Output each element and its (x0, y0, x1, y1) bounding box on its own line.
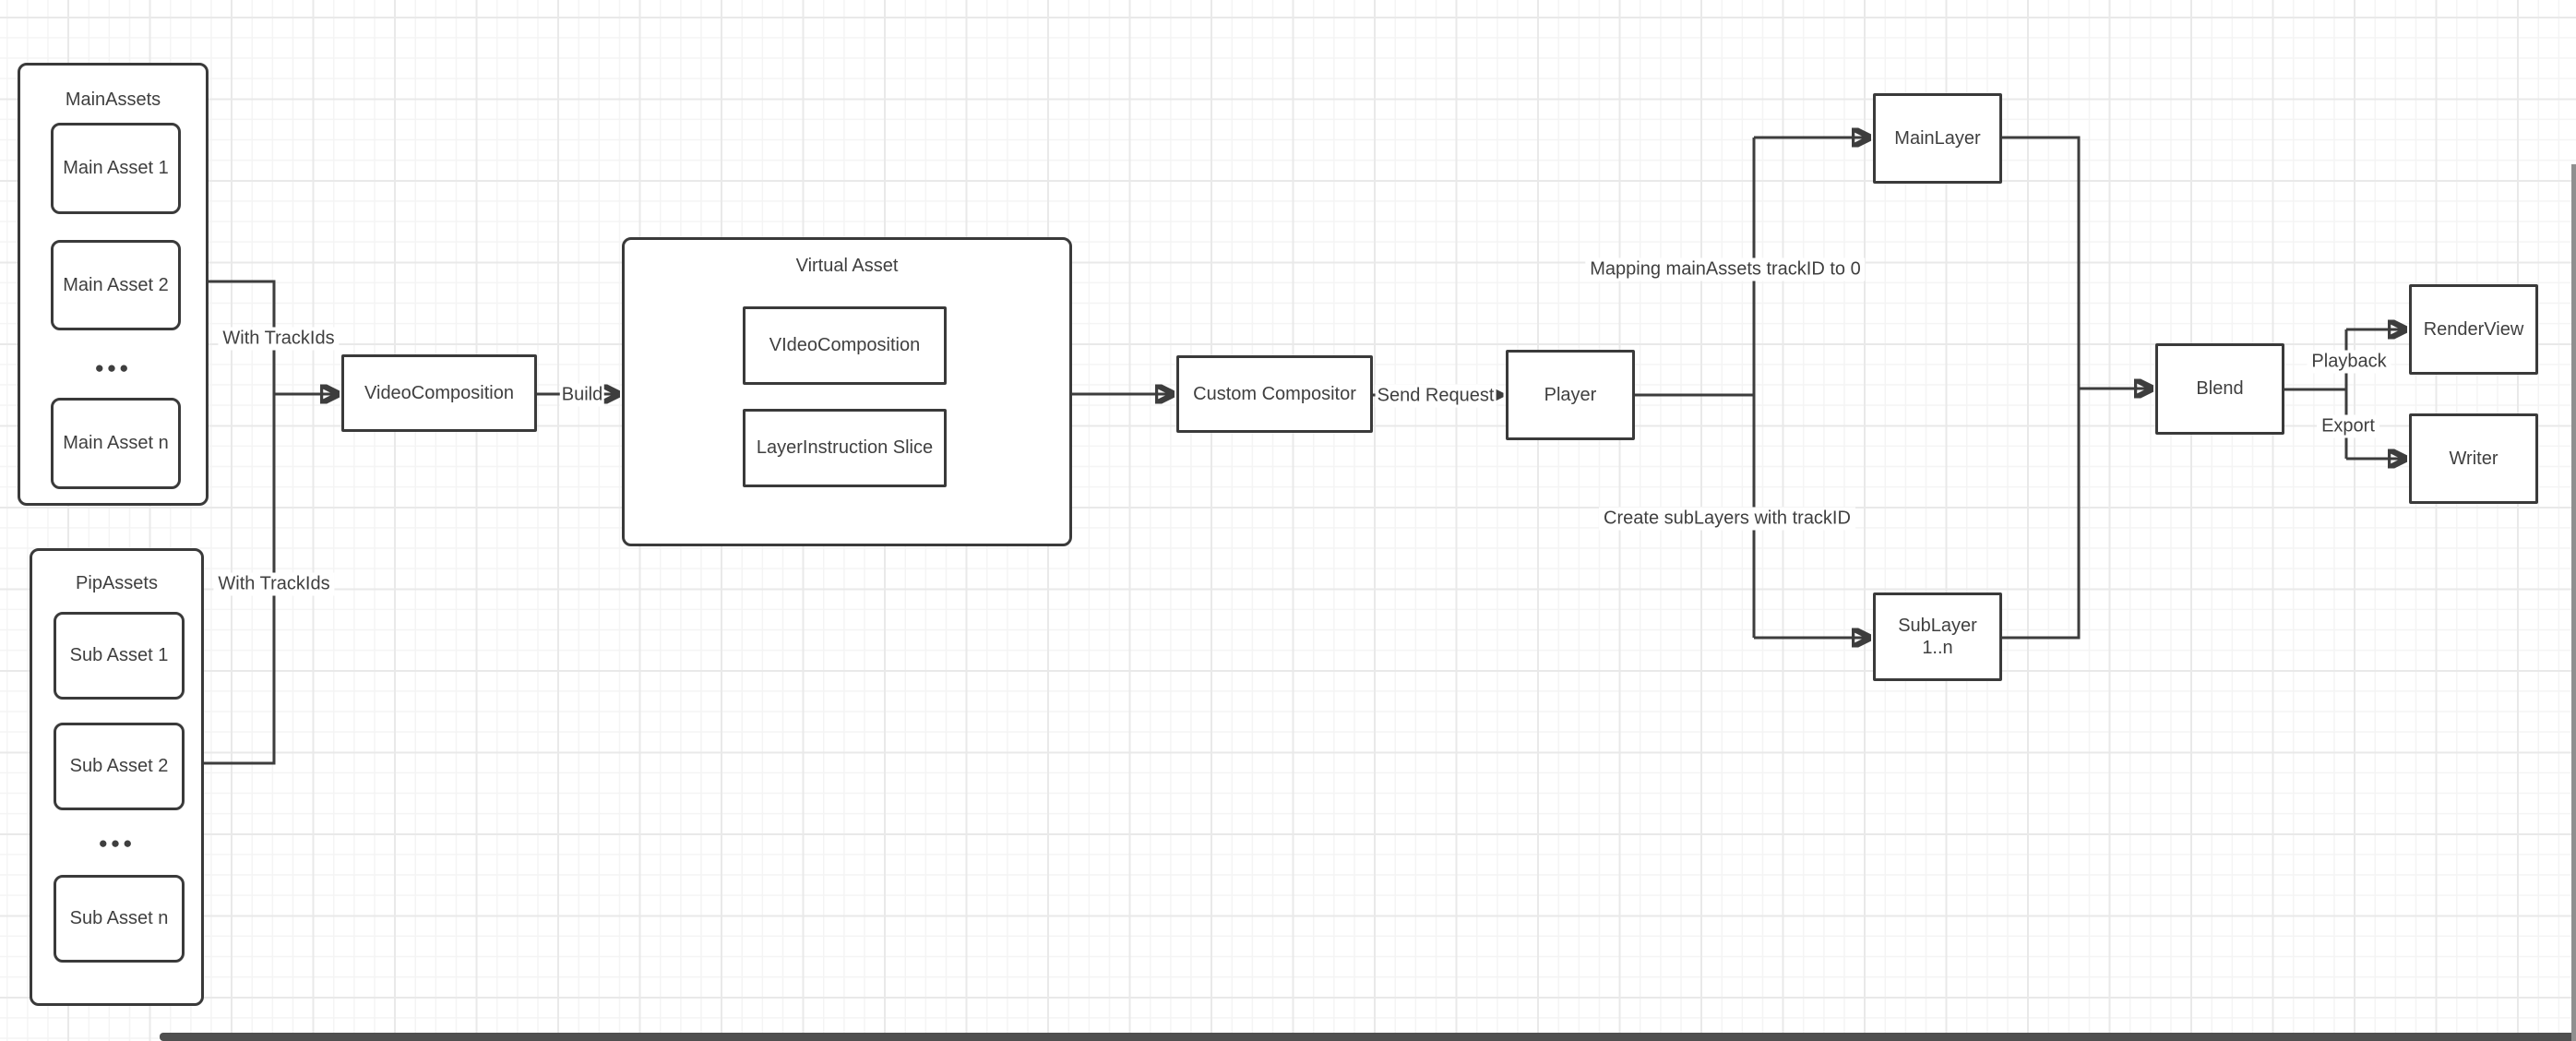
node-label: Blend (2196, 378, 2244, 399)
node-render-view[interactable]: RenderView (2409, 284, 2538, 375)
node-layer-instruction-slice[interactable]: LayerInstruction Slice (743, 409, 947, 487)
group-main-assets[interactable]: MainAssets Main Asset 1 Main Asset 2 ●●●… (18, 63, 209, 506)
horizontal-scrollbar[interactable] (160, 1033, 2576, 1041)
node-label: Sub Asset 1 (69, 645, 169, 665)
node-label-line2: 1..n (1922, 638, 1953, 658)
edge-label-export[interactable]: Export (2317, 414, 2379, 438)
node-label: Main Asset n (63, 433, 169, 453)
ellipsis-main-assets: ●●● (94, 359, 132, 377)
edge-label-mapping-main-assets[interactable]: Mapping mainAssets trackID to 0 (1585, 257, 1866, 281)
node-sub-layer[interactable]: SubLayer 1..n (1873, 592, 2002, 681)
node-player[interactable]: Player (1506, 350, 1635, 440)
edge-label-send-request[interactable]: Send Request (1375, 384, 1497, 408)
edge-label-playback[interactable]: Playback (2307, 350, 2391, 374)
node-sub-asset-1[interactable]: Sub Asset 1 (54, 612, 185, 700)
edge-label-with-trackids-pip[interactable]: With TrackIds (213, 572, 335, 596)
node-label-line1: SubLayer (1898, 616, 1977, 636)
node-label: VideoComposition (364, 382, 514, 403)
node-main-asset-2[interactable]: Main Asset 2 (51, 240, 181, 330)
edge-label-create-sublayers[interactable]: Create subLayers with trackID (1599, 507, 1855, 531)
group-pip-assets-title: PipAssets (76, 573, 158, 593)
group-main-assets-title: MainAssets (65, 90, 161, 110)
node-main-asset-n[interactable]: Main Asset n (51, 398, 181, 489)
node-label: Custom Compositor (1193, 383, 1356, 404)
node-video-composition[interactable]: VideoComposition (341, 354, 537, 432)
node-label: MainLayer (1894, 127, 1981, 149)
node-label: LayerInstruction Slice (756, 437, 934, 458)
group-pip-assets[interactable]: PipAssets Sub Asset 1 Sub Asset 2 ●●● Su… (30, 548, 204, 1006)
node-virtual-videocomposition[interactable]: VIdeoComposition (743, 306, 947, 385)
node-writer[interactable]: Writer (2409, 413, 2538, 504)
node-main-asset-1[interactable]: Main Asset 1 (51, 123, 181, 214)
edge-assets-to-junction (204, 280, 276, 765)
edge-label-with-trackids-main[interactable]: With TrackIds (218, 327, 340, 351)
edge-label-build[interactable]: Build (559, 383, 605, 407)
group-virtual-asset[interactable]: Virtual Asset VIdeoComposition LayerInst… (622, 237, 1072, 546)
node-label: Main Asset 1 (63, 158, 169, 178)
node-label: Main Asset 2 (63, 274, 169, 295)
node-label: VIdeoComposition (769, 335, 921, 355)
node-label: RenderView (2423, 318, 2524, 340)
vertical-scrollbar[interactable] (2571, 164, 2576, 1041)
edge-blend-split (2284, 329, 2348, 459)
node-main-layer[interactable]: MainLayer (1873, 93, 2002, 184)
node-label: Sub Asset 2 (69, 756, 169, 776)
node-label: Sub Asset n (69, 908, 169, 928)
edge-layers-to-blend-junction (2002, 136, 2081, 640)
node-custom-compositor[interactable]: Custom Compositor (1176, 355, 1373, 433)
group-virtual-asset-title: Virtual Asset (795, 256, 899, 276)
node-sub-asset-n[interactable]: Sub Asset n (54, 875, 185, 963)
edge-player-to-layer-junction (1635, 138, 1756, 638)
ellipsis-pip-assets: ●●● (98, 834, 136, 852)
node-blend[interactable]: Blend (2155, 343, 2284, 435)
node-label: Player (1544, 384, 1597, 405)
node-sub-asset-2[interactable]: Sub Asset 2 (54, 723, 185, 810)
node-label: Writer (2449, 448, 2498, 469)
